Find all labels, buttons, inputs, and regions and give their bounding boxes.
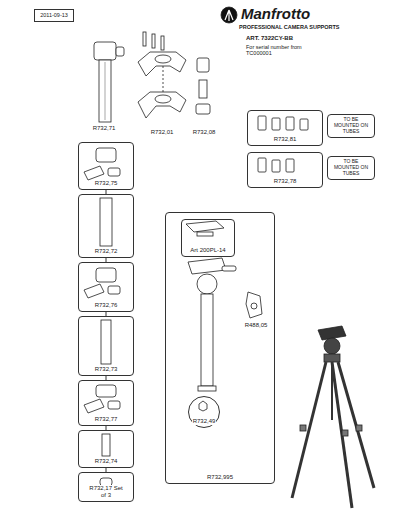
group-box: R732,75 [78, 142, 134, 190]
group-box: R732,77 [78, 380, 134, 426]
brand-logo: Manfrotto [240, 5, 311, 22]
group-box: R732,74 [78, 430, 134, 468]
spider-clamp [138, 32, 186, 118]
group-box: R732,78 [247, 152, 323, 188]
header-note: For serial number from TC000001 [245, 44, 311, 57]
logo-icon [221, 7, 237, 23]
part-number: R732,49 [192, 418, 217, 425]
tube-parts [258, 116, 308, 172]
part-number: R732,72 [94, 248, 119, 255]
part-number: R732,08 [192, 129, 217, 136]
part-number: R488,05 [244, 322, 269, 329]
header-note: PROFESSIONAL CAMERA SUPPORTS [238, 24, 341, 30]
group-box: R732,72 [78, 194, 134, 258]
article-title: ART. 7322CY-BB [245, 35, 294, 42]
part-number: TO BE MOUNTED ON TUBES [330, 159, 372, 176]
part-box: R732,49 [188, 396, 220, 428]
part-number: TO BE MOUNTED ON TUBES [330, 117, 372, 134]
tripod-photo [292, 326, 374, 508]
part-number: R732,81 [273, 136, 298, 143]
group-box: TO BE MOUNTED ON TUBES [327, 156, 375, 180]
leg-tube [100, 198, 112, 486]
part-number: R732,01 [150, 129, 175, 136]
part-number: R732,74 [94, 458, 119, 465]
upper-tube [94, 42, 124, 122]
nut [199, 401, 207, 411]
part-box: Art 200PL-14 [181, 219, 235, 257]
group-box: TO BE MOUNTED ON TUBES [327, 114, 375, 138]
part-number: R732,76 [94, 302, 119, 309]
part-number: R732,71 [92, 125, 117, 132]
group-box: R732,81 [247, 110, 323, 146]
leg-lock [84, 148, 120, 413]
small-parts [196, 58, 210, 114]
part-number: 2011-09-13 [39, 12, 69, 18]
part-number: R732,75 [94, 180, 119, 187]
part-number: R732,73 [94, 366, 119, 373]
ball-head [186, 221, 236, 391]
part-number: R732,995 [206, 474, 234, 481]
group-box: R732,995 Art 200PL-14R732,49 [165, 212, 275, 484]
part-number: R732,77 [94, 416, 119, 423]
date-box: 2011-09-13 [34, 9, 74, 22]
group-box: R732,76 [78, 262, 134, 312]
part-number: R732,78 [273, 178, 298, 185]
part-number: R732,17 Set of 3 [88, 485, 124, 499]
lever [246, 292, 262, 318]
part-number: Art 200PL-14 [189, 247, 226, 254]
group-box: R732,17 Set of 3 [78, 472, 134, 502]
group-box: R732,73 [78, 316, 134, 376]
